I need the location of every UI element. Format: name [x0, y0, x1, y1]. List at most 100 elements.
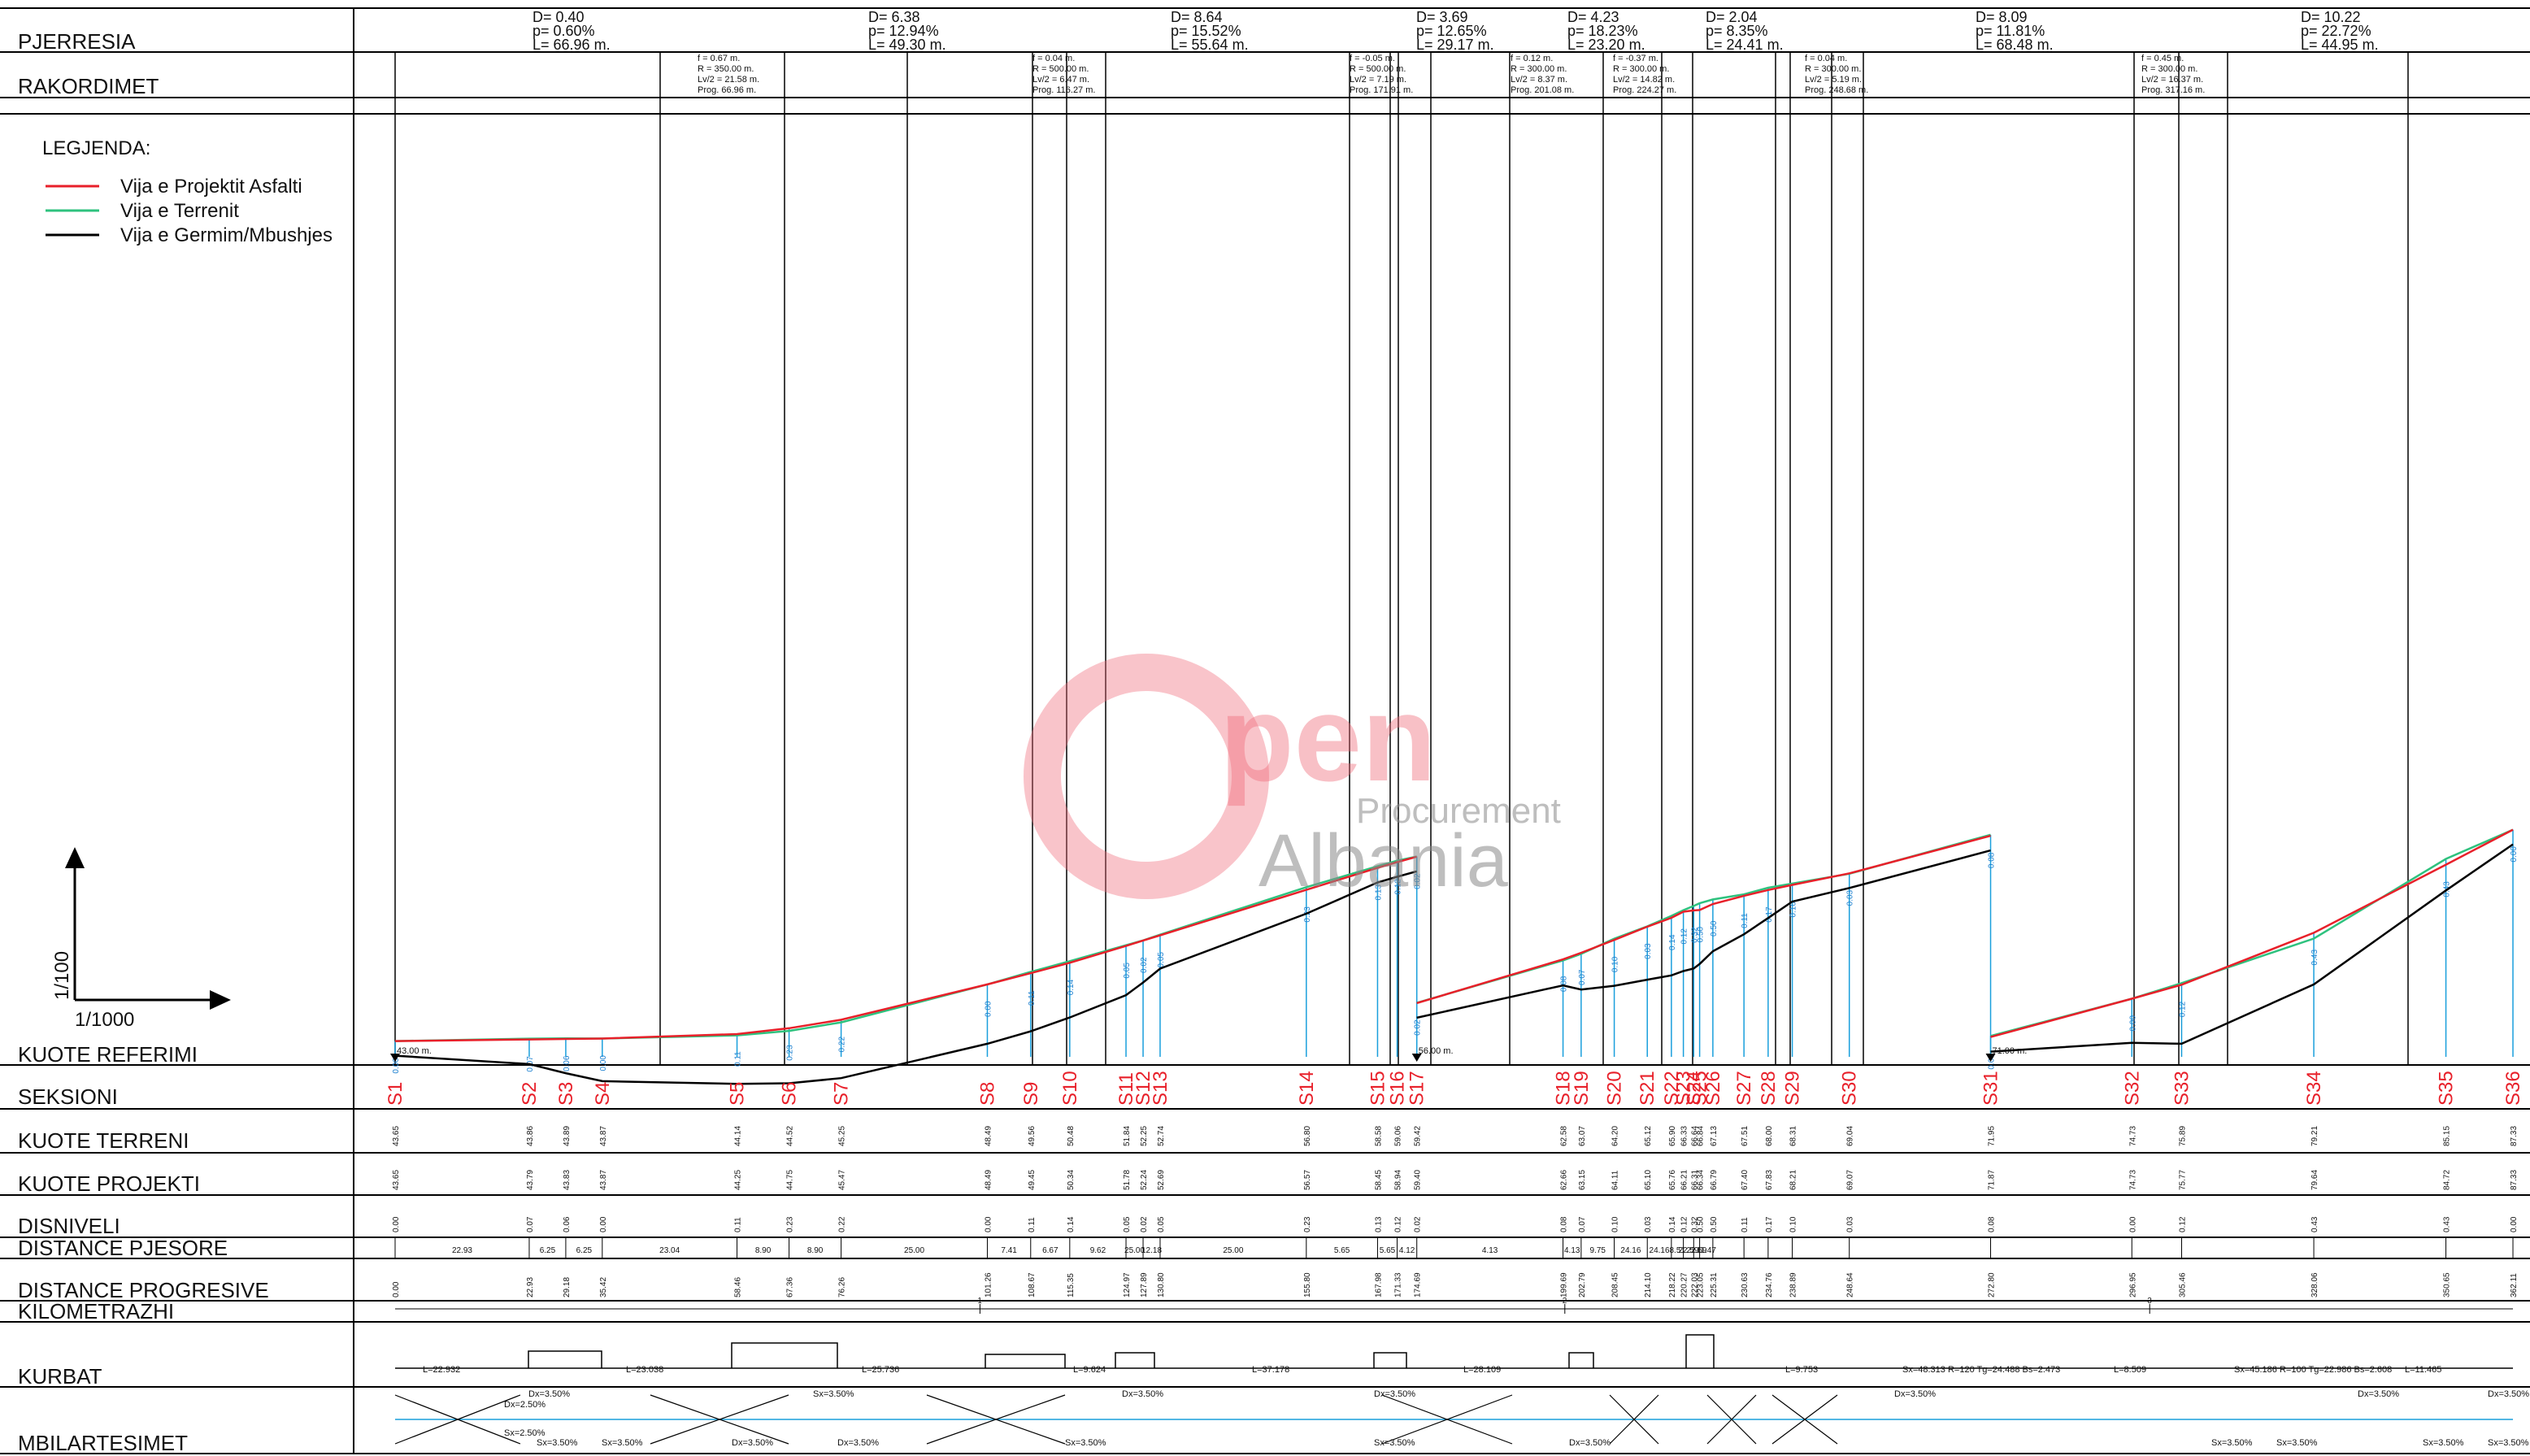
drop-difference-label: 0.50: [1710, 920, 1719, 937]
drop-difference-label: 0.11: [1741, 913, 1750, 928]
drop-difference-label: 0.03: [1846, 889, 1855, 906]
progressive-distance: 362.11: [2510, 1273, 2519, 1297]
progressive-distance: 115.35: [1067, 1273, 1076, 1297]
progressive-distance: 220.27: [1680, 1272, 1689, 1297]
superelevation-label: Sx=3.50%: [813, 1389, 854, 1399]
project-elevation: 65.76: [1668, 1170, 1677, 1190]
progressive-distance: 214.10: [1644, 1272, 1653, 1297]
curve-label: L=9.753: [1785, 1365, 1818, 1375]
project-elevation: 43.87: [599, 1170, 608, 1190]
elevation-difference: 0.11: [734, 1217, 743, 1232]
row-label-disniveli: DISNIVELI: [18, 1214, 120, 1238]
project-elevation: 56.57: [1303, 1170, 1312, 1190]
project-elevation: 65.10: [1644, 1170, 1653, 1190]
watermark-procurement: Procurement: [1356, 791, 1561, 831]
elevation-difference: 0.00: [2510, 1216, 2519, 1232]
elevation-difference: 0.14: [1067, 1216, 1076, 1232]
watermark: pen Procurement Albania: [1024, 654, 1561, 902]
superelevation-label: Dx=3.50%: [2358, 1389, 2399, 1399]
kilometer-label: 2: [1563, 1297, 1567, 1306]
horizontal-scale: 1/1000: [75, 1009, 134, 1031]
row-label-kurbat: KURBAT: [18, 1364, 102, 1389]
elevation-difference: 0.11: [1028, 1217, 1037, 1232]
section-id: S33: [2171, 1071, 2193, 1106]
section-id: S7: [831, 1082, 853, 1106]
elevation-difference: 0.22: [838, 1216, 847, 1232]
slope-difference: D= 4.23: [1567, 9, 1619, 25]
section-id: S32: [2121, 1071, 2143, 1106]
curve-box: [1373, 1352, 1407, 1368]
row-label-kilometrazhi: KILOMETRAZHI: [18, 1299, 174, 1323]
partial-distance: 6.67: [1042, 1246, 1059, 1255]
slope-difference: D= 10.22: [2301, 9, 2361, 25]
drop-difference-label: 0.08: [1988, 1054, 1997, 1070]
progressive-distance: 248.64: [1846, 1272, 1855, 1297]
terrain-elevation: 67.51: [1741, 1126, 1750, 1146]
elevation-difference: 0.14: [1668, 1216, 1677, 1232]
kilometer-label: 1: [977, 1297, 982, 1306]
project-line: [1990, 828, 2514, 1038]
drop-difference-label: 0.00: [984, 1001, 993, 1017]
vertical-curve-f: f = 0.67 m.: [698, 54, 740, 63]
drop-difference-label: 0.08: [1560, 976, 1569, 992]
superelevation-label: Dx=3.50%: [528, 1389, 570, 1399]
curve-box: [985, 1354, 1066, 1368]
slope-block: D= 8.64p= 15.52%L= 55.64 m.: [1171, 9, 1249, 53]
section-id: S10: [1059, 1071, 1081, 1106]
drop-difference-label: 0.22: [838, 1037, 847, 1053]
slope-percent: p= 22.72%: [2301, 23, 2371, 39]
row-label-kuote-referimi: KUOTE REFERIMI: [18, 1042, 198, 1067]
drop-difference-label: 0.13: [1374, 884, 1383, 901]
progressive-distance: 272.80: [1988, 1272, 1997, 1297]
vertical-curve-lv: Lv/2 = 5.19 m.: [1805, 75, 1862, 85]
elevation-difference: 0.12: [1680, 1216, 1689, 1232]
section-id: S22: [1661, 1071, 1683, 1106]
project-elevation: 44.75: [786, 1170, 795, 1190]
vertical-curve-block: f = 0.12 m.R = 300.00 m.Lv/2 = 8.37 m.Pr…: [1511, 54, 1574, 95]
project-elevation: 69.07: [1846, 1170, 1855, 1190]
project-elevation: 75.77: [2178, 1170, 2187, 1190]
project-elevation: 45.47: [838, 1170, 847, 1190]
slope-percent: p= 11.81%: [1976, 23, 2045, 39]
elevation-difference: 0.12: [2178, 1216, 2187, 1232]
curve-label: L=11.465: [2405, 1365, 2441, 1375]
section-id: S27: [1733, 1071, 1755, 1106]
vertical-curve-radius: R = 300.00 m.: [1511, 64, 1567, 74]
section-id: S24: [1683, 1071, 1705, 1106]
section-id: S35: [2436, 1071, 2458, 1106]
superelevation-cross: [1771, 1394, 1838, 1445]
vertical-curve-f: f = 0.12 m.: [1511, 54, 1553, 63]
watermark-logo-ring: [1024, 654, 1269, 899]
project-elevation: 84.72: [2443, 1170, 2452, 1190]
slope-block: D= 3.69p= 12.65%L= 29.17 m.: [1416, 9, 1494, 53]
project-elevation: 87.33: [2510, 1170, 2519, 1190]
terrain-elevation: 65.12: [1644, 1126, 1653, 1146]
progressive-distance: 208.45: [1611, 1272, 1620, 1297]
drop-difference-label: 0.12: [1394, 879, 1403, 895]
progressive-distance: 29.18: [563, 1277, 572, 1297]
drop-difference-label: 0.43: [2310, 950, 2319, 966]
section-id: S23: [1673, 1071, 1695, 1106]
slope-length: L= 44.95 m.: [2301, 37, 2379, 53]
section-id: S3: [555, 1082, 577, 1106]
superelevation-label: Sx=3.50%: [602, 1438, 643, 1448]
vertical-curve-block: f = -0.05 m.R = 500.00 m.Lv/2 = 7.19 m.P…: [1350, 54, 1413, 95]
slope-difference: D= 3.69: [1416, 9, 1468, 25]
project-elevation: 74.73: [2128, 1170, 2137, 1190]
slope-difference: D= 0.40: [533, 9, 585, 25]
curve-box: [1685, 1334, 1715, 1368]
vertical-curve-lv: Lv/2 = 8.37 m.: [1511, 75, 1567, 85]
section-id: S17: [1406, 1071, 1428, 1106]
terrain-elevation: 69.04: [1846, 1126, 1855, 1146]
table-frame: [0, 7, 2530, 1454]
row-label-distance-progresive: DISTANCE PROGRESIVE: [18, 1278, 269, 1302]
partial-distance: 8.51: [1670, 1246, 1686, 1255]
partial-distance: 4.12: [1399, 1246, 1415, 1255]
progressive-distance: 155.80: [1303, 1272, 1312, 1297]
progressive-distance: 230.63: [1741, 1272, 1750, 1297]
terrain-elevation: 56.80: [1303, 1126, 1312, 1146]
curve-box: [1568, 1352, 1594, 1368]
curve-box: [1115, 1352, 1155, 1368]
curve-label: L=9.624: [1073, 1365, 1106, 1375]
